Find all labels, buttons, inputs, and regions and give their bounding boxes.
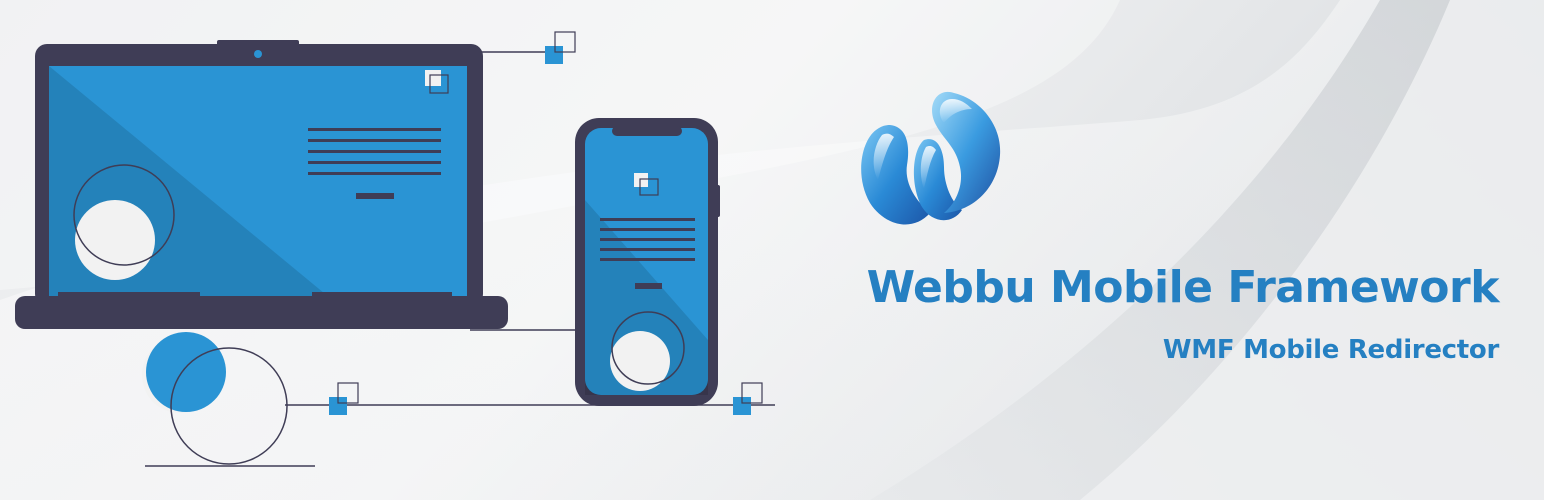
decor-circle xyxy=(146,332,226,412)
decor-squares xyxy=(329,31,763,415)
banner-title: Webbu Mobile Framework xyxy=(866,262,1500,313)
webbu-w-logo-icon xyxy=(861,91,1001,225)
banner-subtitle: WMF Mobile Redirector xyxy=(1162,335,1499,365)
smartphone-illustration xyxy=(575,118,720,406)
decor-circle-outline xyxy=(170,347,288,465)
devices-illustration xyxy=(15,31,775,467)
laptop-illustration xyxy=(15,40,508,329)
